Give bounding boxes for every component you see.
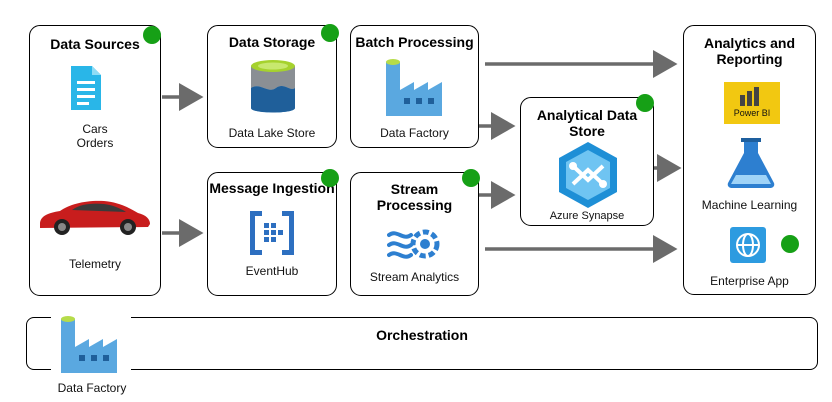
azure-synapse-label: Azure Synapse	[549, 210, 625, 222]
data-sources-title: Data Sources	[50, 36, 140, 52]
batch-processing-box[interactable]: Batch Processing Data Factory	[350, 25, 479, 148]
enterprise-app-label: Enterprise App	[710, 274, 789, 288]
analytical-data-store-box[interactable]: Analytical Data Store Azure Synapse	[520, 97, 654, 226]
orchestration-data-factory-label: Data Factory	[57, 381, 127, 395]
status-dot	[781, 235, 799, 253]
status-dot	[321, 24, 339, 42]
status-dot	[636, 94, 654, 112]
batch-processing-title: Batch Processing	[355, 34, 474, 50]
document-icon	[71, 66, 101, 110]
stream-analytics-label: Stream Analytics	[369, 270, 460, 284]
data-lake-store-icon	[251, 60, 295, 113]
analytical-data-store-title: Analytical Data Store	[536, 107, 638, 139]
status-dot	[321, 169, 339, 187]
car-icon	[40, 200, 150, 235]
analytics-reporting-title: Analytics and Reporting	[703, 35, 796, 67]
analytics-reporting-box[interactable]: Analytics and Reporting Power BI Machine…	[683, 25, 816, 295]
telemetry-label: Telemetry	[68, 257, 121, 271]
status-dot	[462, 169, 480, 187]
data-storage-box[interactable]: Data Storage Data Lake Store	[207, 25, 337, 148]
orchestration-box[interactable]: Orchestration	[26, 317, 818, 370]
machine-learning-icon	[727, 138, 775, 188]
status-dot	[143, 26, 161, 44]
stream-processing-title: Stream Processing	[376, 181, 453, 213]
cars-orders-label: Cars Orders	[76, 122, 114, 150]
power-bi-label: Power BI	[733, 108, 771, 118]
stream-analytics-icon	[387, 229, 440, 259]
eventhub-label: EventHub	[245, 264, 299, 278]
data-storage-title: Data Storage	[228, 34, 316, 50]
data-lake-store-label: Data Lake Store	[228, 126, 316, 140]
data-sources-box[interactable]: Data Sources Cars Orders Telemetry	[29, 25, 161, 296]
power-bi-icon	[740, 87, 759, 106]
data-factory-icon	[386, 59, 442, 116]
eventhub-icon	[250, 211, 294, 255]
stream-processing-box[interactable]: Stream Processing Stream Analytics	[350, 172, 479, 296]
message-ingestion-box[interactable]: Message Ingestion EventHub	[207, 172, 337, 296]
message-ingestion-title: Message Ingestion	[209, 180, 335, 196]
enterprise-app-icon	[730, 227, 766, 263]
batch-data-factory-label: Data Factory	[380, 126, 449, 140]
data-factory-icon	[61, 316, 117, 373]
azure-synapse-icon	[559, 142, 617, 208]
orchestration-title: Orchestration	[376, 327, 468, 343]
machine-learning-label: Machine Learning	[701, 198, 798, 212]
